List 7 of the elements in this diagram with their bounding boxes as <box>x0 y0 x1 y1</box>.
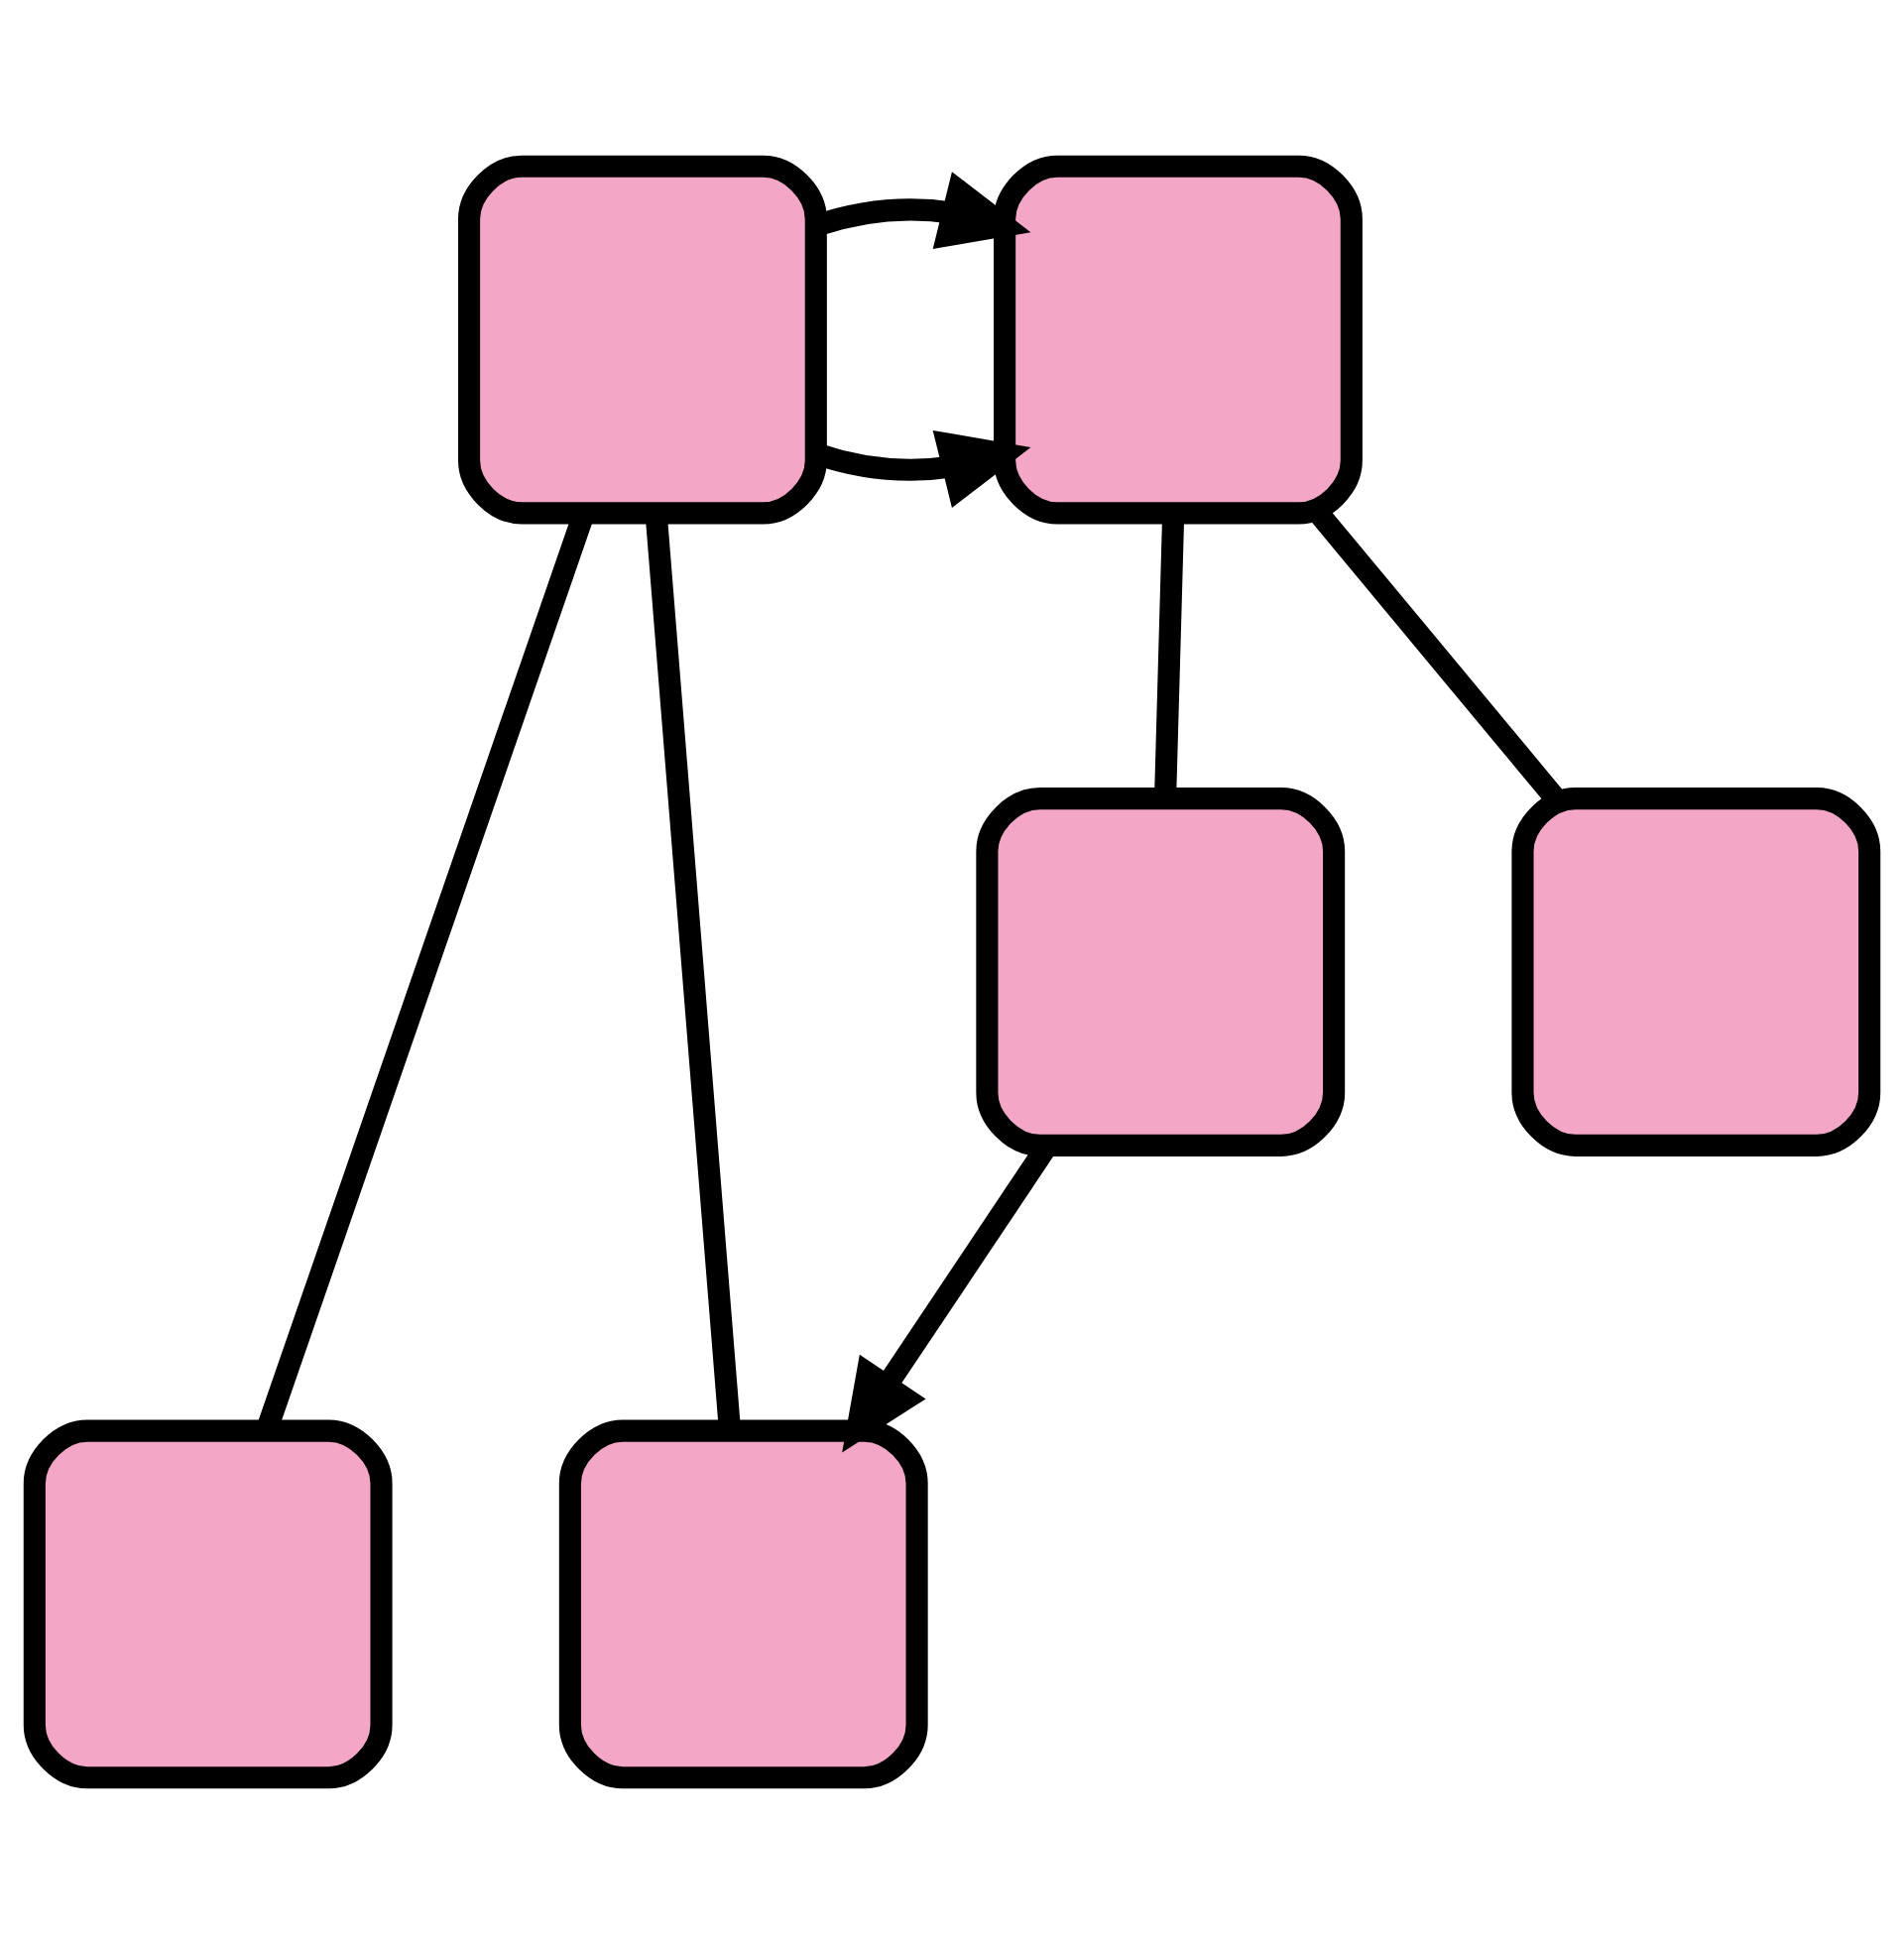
node-person <box>1511 788 1881 1156</box>
node-person <box>558 1419 928 1789</box>
node-person <box>976 788 1346 1156</box>
node-person <box>994 155 1363 525</box>
node-person <box>458 155 827 525</box>
node-person <box>23 1419 393 1789</box>
connector <box>1311 507 1564 805</box>
